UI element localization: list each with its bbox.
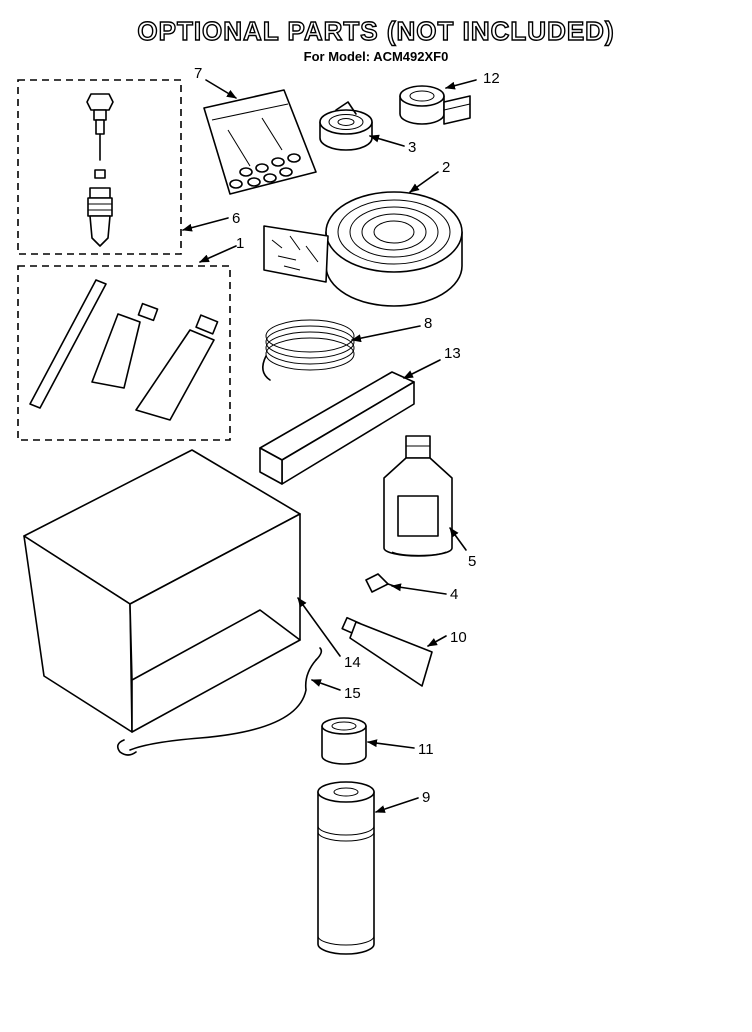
part-6-valve-kit bbox=[17, 79, 182, 255]
callout-11: 11 bbox=[418, 741, 434, 758]
page-title: OPTIONAL PARTS (NOT INCLUDED) bbox=[137, 15, 615, 46]
callout-13: 13 bbox=[444, 345, 461, 362]
part-10-small-tube bbox=[341, 616, 433, 687]
part-13-foam-block bbox=[259, 371, 415, 485]
callout-labels: 7 6 1 12 3 2 8 13 5 4 10 14 15 11 9 bbox=[194, 65, 500, 806]
callout-2: 2 bbox=[442, 159, 450, 176]
callout-15: 15 bbox=[344, 685, 361, 702]
callout-10: 10 bbox=[450, 629, 467, 646]
part-9-spray-can bbox=[317, 781, 375, 955]
part-14-cover bbox=[23, 449, 301, 733]
leader-lines bbox=[182, 79, 477, 813]
part-1-sealant-tubes-kit bbox=[17, 265, 231, 441]
callout-5: 5 bbox=[468, 553, 476, 570]
callout-12: 12 bbox=[483, 70, 500, 87]
part-3-small-tape-roll bbox=[319, 101, 373, 151]
part-11-tape-roll bbox=[321, 717, 367, 765]
callout-4: 4 bbox=[450, 586, 458, 603]
callout-6: 6 bbox=[232, 210, 240, 227]
callout-9: 9 bbox=[422, 789, 430, 806]
callout-7: 7 bbox=[194, 65, 202, 82]
part-2-large-tape-roll bbox=[263, 191, 463, 307]
callout-3: 3 bbox=[408, 139, 416, 156]
callout-8: 8 bbox=[424, 315, 432, 332]
part-12-foam-tape-roll bbox=[399, 85, 471, 125]
callout-1: 1 bbox=[236, 235, 244, 252]
part-7-hardware-bag bbox=[203, 89, 317, 195]
callout-14: 14 bbox=[344, 654, 361, 671]
model-subtitle: For Model: ACM492XF0 bbox=[303, 49, 449, 64]
part-15-hanging-cord bbox=[116, 647, 323, 756]
part-8-wire-coil bbox=[262, 319, 355, 381]
part-5-cleaner-bottle bbox=[383, 435, 453, 557]
part-4-nozzle bbox=[365, 573, 395, 593]
